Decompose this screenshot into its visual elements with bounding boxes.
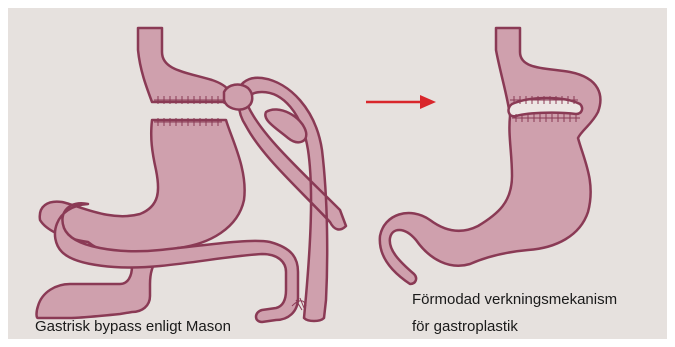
left-stomach-staple-line bbox=[154, 118, 222, 126]
right-upper-staple-line bbox=[510, 96, 578, 104]
right-figure-caption-line-1: Förmodad verkningsmekanism bbox=[412, 291, 617, 309]
left-esophagus-pouch bbox=[138, 28, 232, 102]
left-figure-caption: Gastrisk bypass enligt Mason bbox=[35, 318, 231, 336]
left-anastomosis bbox=[224, 85, 252, 110]
left-gastric-bypass-diagram bbox=[37, 28, 347, 322]
right-stomach-outline bbox=[380, 28, 601, 284]
right-gastroplasty-diagram bbox=[380, 28, 601, 284]
right-figure-caption-line-2: för gastroplastik bbox=[412, 318, 518, 336]
left-stomach-body bbox=[37, 120, 245, 318]
arrow-head bbox=[420, 95, 436, 109]
transition-arrow bbox=[366, 95, 436, 109]
right-lower-staple-line bbox=[512, 114, 580, 122]
